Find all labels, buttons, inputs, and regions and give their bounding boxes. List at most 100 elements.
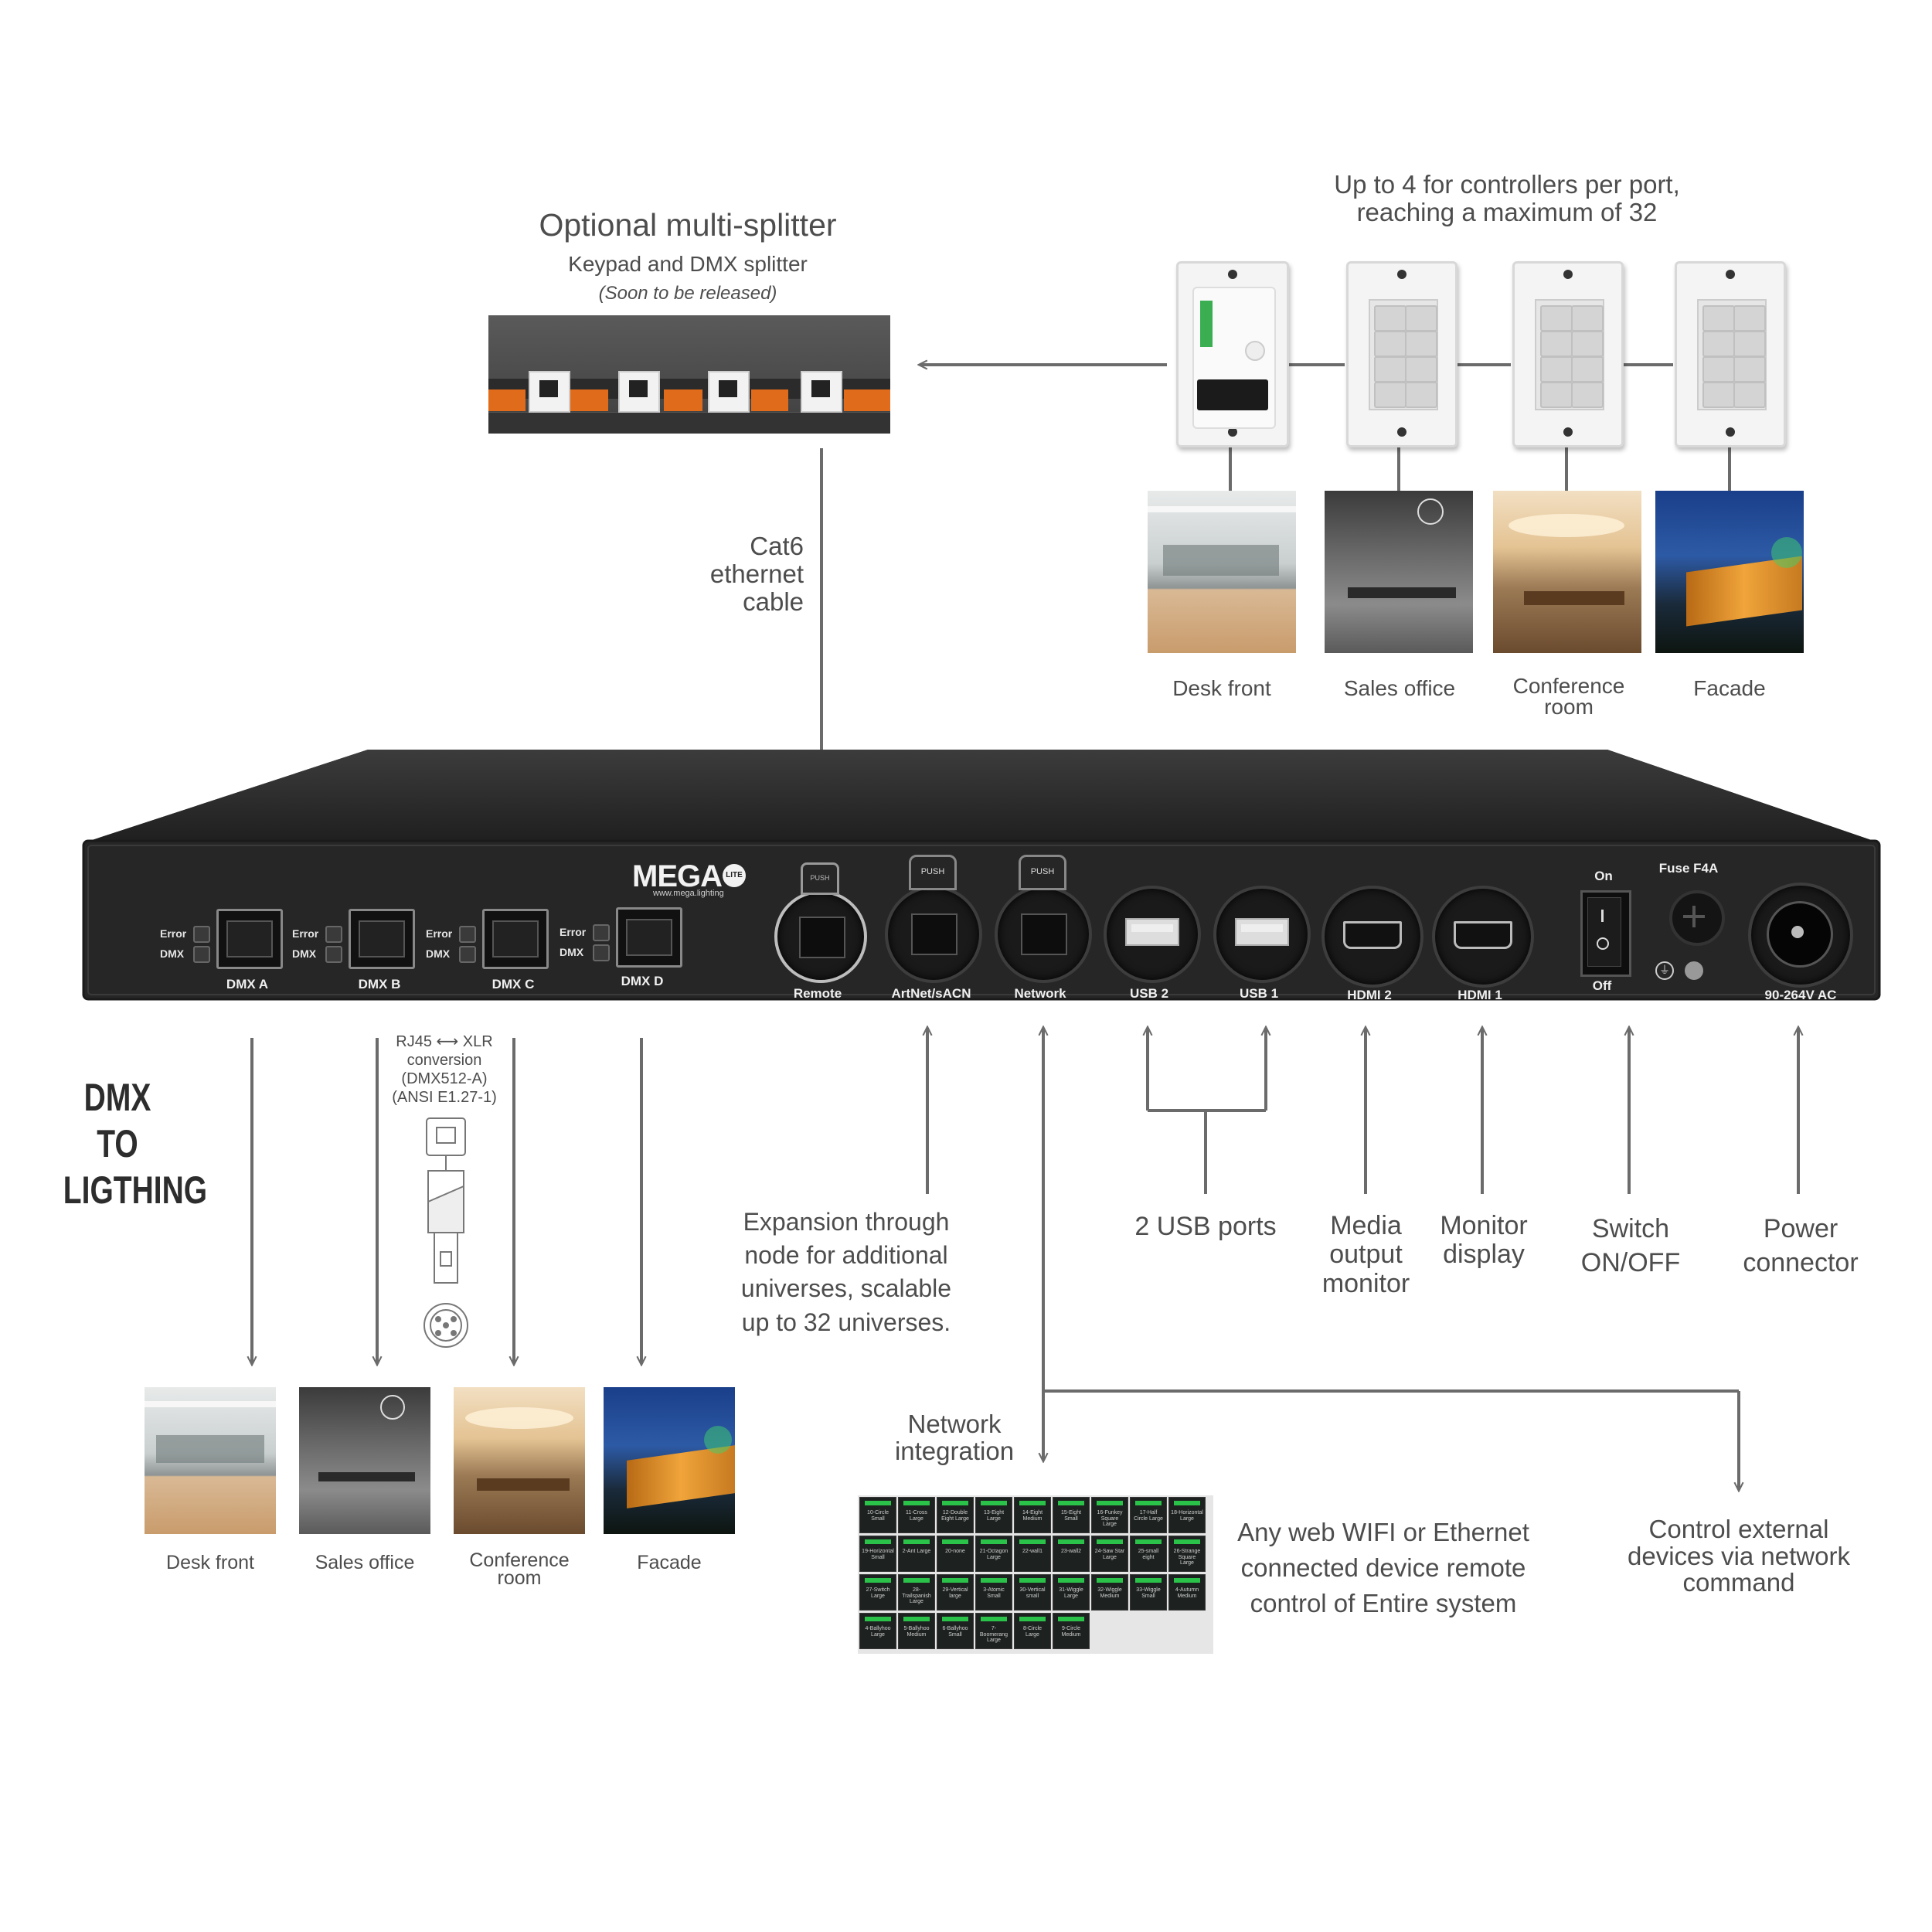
web-remote-button[interactable]: 15-Eight Small [1053,1497,1090,1533]
dmx-a-label: DMX A [226,977,269,992]
keypad-plate-1 [1346,261,1458,447]
web-remote-button[interactable]: 19-Horizontal Small [859,1536,896,1572]
device-logo: MEGA [632,859,723,893]
web-remote-button[interactable]: 9-Circle Medium [1053,1613,1090,1649]
web-remote-button[interactable]: 11-Cross Large [898,1497,935,1533]
web-remote-button[interactable]: 28-Trailspanish Large [898,1574,935,1611]
network-push-tab: PUSH [1019,855,1066,890]
web-remote-button[interactable]: 16-Funkey Square Large [1091,1497,1128,1533]
web-remote-button-label: 30-Vertical small [1019,1587,1046,1599]
network-callout: Network integration [873,1410,1036,1464]
web-remote-button-indicator [1135,1578,1162,1583]
web-remote-button[interactable]: 24-Saw Star Large [1091,1536,1128,1572]
web-remote-button[interactable]: 20-none [937,1536,974,1572]
web-remote-button[interactable]: 17-Half Circle Large [1130,1497,1167,1533]
conversion-line2: conversion [406,1052,482,1069]
web-remote-button[interactable]: 6-Ballyhoo Small [937,1613,974,1649]
web-remote-button-label: 13-Eight Large [983,1510,1005,1522]
web-remote-button[interactable]: 14-Eight Medium [1014,1497,1051,1533]
dmx-c-error-label: Error [426,927,453,940]
web-remote-button[interactable]: 29-Vertical large [937,1574,974,1611]
usb-1-port [1213,886,1311,983]
cable-label-3: cable [743,587,804,616]
web-remote-button[interactable]: 2-Ant Large [898,1536,935,1572]
web-remote-button[interactable]: 3-Atomic Small [975,1574,1012,1611]
web-remote-button[interactable]: 4-Ballyhoo Large [859,1613,896,1649]
web-remote-button-indicator [1058,1501,1084,1505]
web-remote-button-label: 27-Switch Large [866,1587,890,1599]
web-remote-button[interactable]: 21-Octagon Large [975,1536,1012,1572]
web-remote-button[interactable]: 22-wall1 [1014,1536,1051,1572]
web-remote-button-indicator [1097,1539,1123,1544]
web-remote-button[interactable]: 7-Boomerang Large [975,1613,1012,1649]
web-remote-button[interactable]: 5-Ballyhoo Medium [898,1613,935,1649]
web-remote-button-label: 4-Ballyhoo Large [865,1626,891,1638]
photo-desk-front-top [1148,491,1296,653]
web-remote-button[interactable]: 10-Circle Small [859,1497,896,1533]
photo-desk-front-bottom [145,1387,276,1534]
web-remote-button[interactable]: 32-Wiggle Medium [1091,1574,1128,1611]
web-remote-button-indicator [865,1617,891,1621]
web-remote-button-label: 24-Saw Star Large [1094,1549,1125,1560]
conversion-line4: (ANSI E1.27-1) [392,1089,497,1106]
web-remote-button[interactable]: 13-Eight Large [975,1497,1012,1533]
remote-push-tab: PUSH [801,862,839,895]
hdmi-1-port [1432,886,1534,988]
web-remote-button-indicator [1135,1539,1162,1544]
network-port [995,886,1092,983]
usb-callout: 2 USB ports [1134,1212,1277,1241]
web-remote-button[interactable]: 26-Strange Square Large [1168,1536,1206,1572]
dmx-c-label: DMX C [492,977,535,992]
top-location-label-4: Facade [1693,676,1766,700]
cable-label-2: ethernet [709,560,804,588]
web-remote-button[interactable]: 25-small eight [1130,1536,1167,1572]
web-remote-button-indicator [981,1501,1007,1505]
web-remote-button-indicator [1019,1539,1046,1544]
web-remote-button-label: 28-Trailspanish Large [902,1587,931,1605]
splitter-note: (Soon to be released) [598,283,777,304]
expansion-line1: Expansion through [743,1208,950,1236]
web-remote-button-label: 8-Circle Large [1022,1626,1043,1638]
controllers-caption-line1: Up to 4 for controllers per port, [1334,170,1680,199]
web-remote-button-label: 25-small eight [1138,1549,1159,1560]
hdmi-2-port [1321,886,1423,988]
dmx-b-error-label: Error [292,927,319,940]
web-remote-button[interactable]: 18-Horizontal Large [1168,1497,1206,1533]
dmx-title-line2: LIGTHING [63,1168,208,1212]
web-remote-button-label: 12-Double Eight Large [941,1510,969,1522]
network-line1: Network [907,1410,1002,1438]
dmx-d-dmx-led [593,944,610,961]
bottom-location-label-2: Sales office [315,1552,415,1573]
splitter-device-image [488,315,890,434]
web-remote-button[interactable]: 8-Circle Large [1014,1613,1051,1649]
web-remote-button[interactable]: 12-Double Eight Large [937,1497,974,1533]
switch-line2: ON/OFF [1580,1248,1681,1278]
web-remote-button-label: 19-Horizontal Small [862,1549,894,1560]
web-remote-button[interactable]: 27-Switch Large [859,1574,896,1611]
dmx-d-label: DMX D [621,974,664,988]
web-remote-button[interactable]: 31-Wiggle Large [1053,1574,1090,1611]
controllers-caption-line2: reaching a maximum of 32 [1356,198,1658,226]
cable-label-1: Cat6 [750,532,804,560]
keypad-plate-3 [1675,261,1786,447]
dmx-b-error-led [325,926,342,943]
web-remote-button-indicator [865,1501,891,1505]
dmx-a-error-label: Error [160,927,187,940]
web-remote-button[interactable]: 33-Wiggle Small [1130,1574,1167,1611]
dmx-a-dmx-label: DMX [160,947,185,960]
web-remote-button[interactable]: 23-wall2 [1053,1536,1090,1572]
artnet-label: ArtNet/sACN [891,986,971,1001]
web-remote-button-label: 5-Ballyhoo Medium [903,1626,930,1638]
ground-icon: ⏚ [1655,961,1674,980]
web-remote-button-indicator [942,1617,968,1621]
hdmi-2-label: HDMI 2 [1347,988,1392,1002]
dmx-c-port [482,909,549,969]
web-remote-button-indicator [942,1578,968,1583]
dmx-a-dmx-led [193,946,210,963]
web-remote-button-label: 21-Octagon Large [979,1549,1009,1560]
web-remote-button[interactable]: 30-Vertical small [1014,1574,1051,1611]
web-remote-button[interactable]: 4-Autumn Medium [1168,1574,1206,1611]
dmx-d-error-label: Error [560,926,587,938]
web-remote-button-indicator [903,1617,930,1621]
